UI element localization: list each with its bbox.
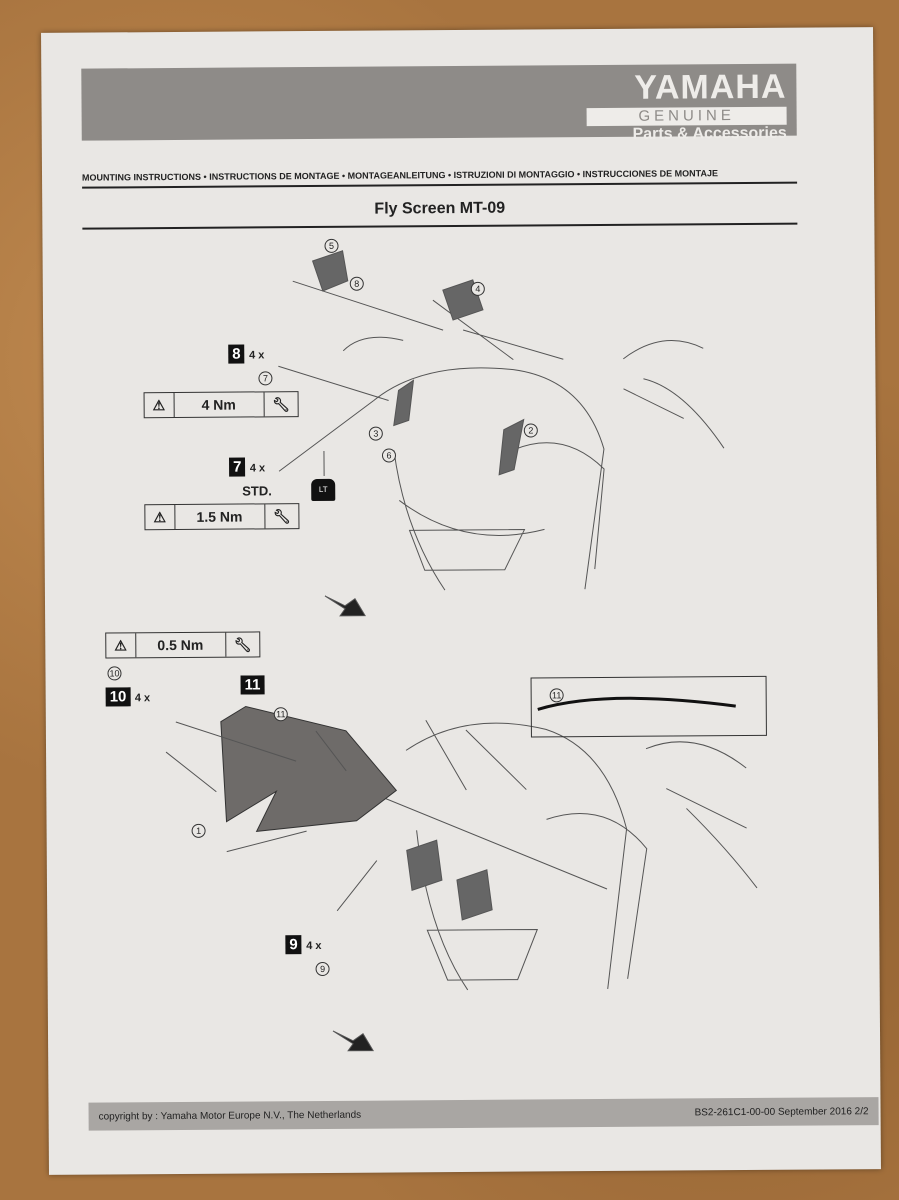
callout-4: 4 (470, 281, 485, 296)
callout-6: 6 (381, 448, 397, 463)
wrench-icon: 🔧︎ (233, 635, 252, 653)
step-8-qty: 4 x (249, 349, 265, 362)
callout-2: 2 (523, 423, 538, 438)
callout-11: 11 (273, 707, 288, 722)
instruction-sheet: YAMAHA GENUINE Parts & Accessories MOUNT… (41, 27, 881, 1175)
trim-strip-inset: 11 (530, 675, 767, 738)
torque-1-5nm: ⚠1.5 Nm🔧︎ (144, 503, 300, 531)
step-11-label: 11 (240, 675, 265, 695)
callout-1: 1 (191, 823, 206, 838)
direction-arrow-icon (324, 595, 366, 617)
wrench-icon: 🔧︎ (272, 507, 291, 524)
warning-icon: ⚠ (144, 392, 175, 418)
std-label: STD. (242, 483, 272, 499)
step-9-label: 9 (285, 935, 302, 955)
warning-icon: ⚠ (145, 504, 176, 530)
motorcycle-diagrams (165, 250, 758, 1052)
callout-5: 5 (324, 238, 339, 253)
step-7-qty: 4 x (249, 462, 266, 475)
step-8-label: 8 (228, 344, 245, 364)
callout-3: 3 (368, 426, 383, 441)
callout-7: 7 (258, 371, 273, 386)
torque-4nm: ⚠4 Nm🔧︎ (143, 391, 300, 419)
step-7-label: 7 (228, 457, 246, 477)
callout-9: 9 (315, 961, 330, 977)
document-code: BS2-261C1-00-00 September 2016 2/2 (694, 1105, 869, 1118)
callout-8: 8 (349, 276, 364, 291)
callout-11: 11 (549, 688, 564, 703)
torque-0-5nm: ⚠0.5 Nm🔧︎ (105, 631, 261, 659)
wrench-icon: 🔧︎ (272, 395, 291, 412)
lower-motorcycle-drawing (165, 705, 758, 991)
direction-arrow-icon (332, 1030, 375, 1052)
copyright: copyright by : Yamaha Motor Europe N.V.,… (98, 1109, 362, 1123)
trim-strip-drawing (537, 696, 736, 711)
loctite-icon: LT (311, 478, 336, 502)
step-10-qty: 4 x (134, 692, 151, 705)
footer: copyright by : Yamaha Motor Europe N.V.,… (88, 1097, 879, 1131)
step-10-label: 10 (105, 687, 131, 707)
step-9-qty: 4 x (306, 939, 322, 953)
upper-motorcycle-drawing (278, 250, 725, 591)
callout-10: 10 (107, 666, 122, 681)
warning-icon: ⚠ (106, 633, 136, 658)
